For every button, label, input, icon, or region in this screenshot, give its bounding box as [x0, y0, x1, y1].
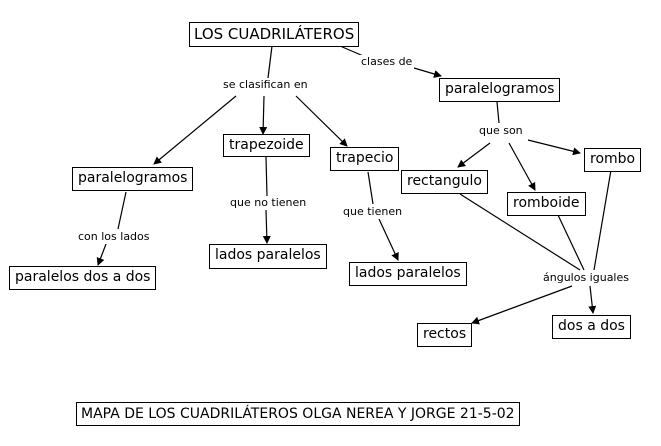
- arrow-que-son-rombo: [527, 139, 581, 156]
- link-que-tienen: que tienen: [341, 205, 405, 219]
- link-se-clasifican-en: se clasifican en: [221, 78, 310, 92]
- concept-lados-paralelos-trapezoide: lados paralelos: [209, 244, 327, 269]
- link-angulos-iguales: ángulos iguales: [541, 271, 631, 285]
- concept-los-cuadrilateros: LOS CUADRILÁTEROS: [189, 22, 360, 47]
- arrow-que-no-tienen-lados-paralelos: [262, 209, 271, 244]
- concept-paralelogramos-left: paralelogramos: [72, 167, 194, 191]
- arrow-se-clasifican-trapezoide: [259, 95, 268, 135]
- connector-rombo-angulos: [593, 169, 612, 271]
- arrow-clases-de-paralelogramos: [413, 67, 442, 78]
- link-clases-de: clases de: [359, 55, 415, 69]
- arrow-se-clasifican-paralelogramos: [153, 95, 237, 165]
- arrow-se-clasifican-trapecio: [295, 95, 348, 147]
- arrow-que-tienen-lados-paralelos: [378, 218, 399, 261]
- concept-trapecio: trapecio: [330, 147, 400, 171]
- connector-trapezoide-que-no-tienen: [265, 156, 268, 197]
- concept-rectangulo: rectangulo: [401, 170, 488, 194]
- concept-trapezoide: trapezoide: [223, 134, 310, 157]
- arrow-angulos-rectos: [471, 285, 573, 325]
- map-caption: MAPA DE LOS CUADRILÁTEROS OLGA NEREA Y J…: [76, 402, 520, 426]
- connector-romboide-angulos: [557, 214, 585, 271]
- link-con-los-lados: con los lados: [76, 230, 152, 244]
- concept-lados-paralelos-trapecio: lados paralelos: [349, 262, 467, 286]
- concept-paralelogramos-right: paralelogramos: [439, 78, 561, 102]
- arrow-angulos-dos-a-dos: [588, 285, 597, 314]
- connector-rectangulo-angulos: [459, 193, 581, 271]
- connector-trapecio-que-tienen: [367, 171, 374, 205]
- concept-rectos: rectos: [417, 323, 473, 347]
- link-que-son: que son: [477, 124, 525, 138]
- connector-root-se-clasifican: [267, 45, 273, 79]
- connector-paralelogramos-con-los-lados: [117, 191, 127, 230]
- link-que-no-tienen: que no tienen: [228, 196, 309, 210]
- arrow-que-son-romboide: [508, 142, 536, 191]
- concept-dos-a-dos: dos a dos: [552, 315, 631, 339]
- connector-paralelogramos-que-son: [496, 101, 500, 124]
- concept-rombo: rombo: [584, 148, 642, 172]
- arrow-con-los-lados-paralelos: [96, 243, 107, 266]
- concept-romboide: romboide: [507, 192, 586, 216]
- arrow-que-son-rectangulo: [457, 142, 491, 168]
- concept-paralelos-dos-a-dos: paralelos dos a dos: [9, 266, 157, 290]
